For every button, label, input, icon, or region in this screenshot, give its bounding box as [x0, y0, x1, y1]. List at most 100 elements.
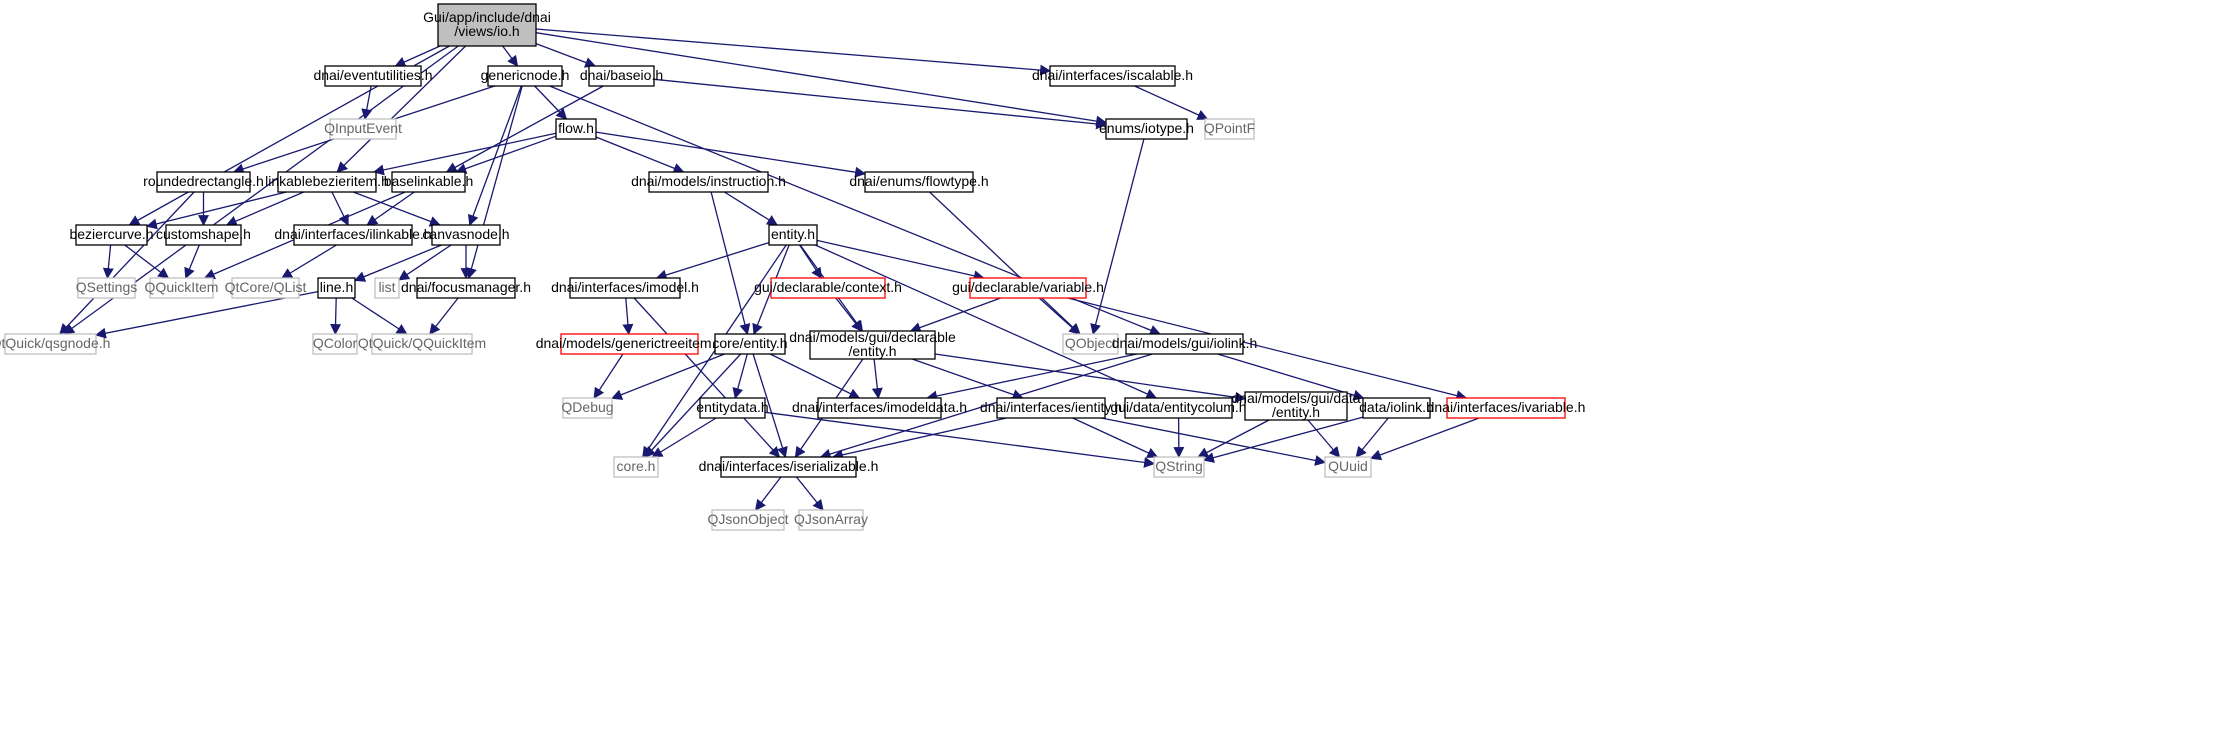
- node-entitycolum[interactable]: gui/data/entitycolum.h: [1110, 397, 1247, 419]
- node-box: [714, 333, 786, 355]
- node-iscalable[interactable]: dnai/interfaces/iscalable.h: [1032, 65, 1193, 87]
- node-data_entity[interactable]: dnai/models/gui/data/entity.h: [1231, 390, 1361, 421]
- node-box: [77, 277, 136, 299]
- edge-root-to-linkablebezieritem: [336, 45, 467, 173]
- node-qcolor[interactable]: QColor: [312, 333, 358, 355]
- node-box: [374, 277, 400, 299]
- node-qtcore_qlist[interactable]: QtCore/QList: [225, 277, 307, 299]
- edge-iolink_model-to-data_iolink: [1217, 353, 1365, 401]
- node-qpointf[interactable]: QPointF: [1204, 118, 1255, 140]
- node-label: dnai/enums/flowtype.h: [849, 173, 988, 189]
- node-eventutilities[interactable]: dnai/eventutilities.h: [313, 65, 433, 87]
- edge-declarable_entity-to-imodeldata: [871, 358, 883, 400]
- node-customshape[interactable]: customshape.h: [156, 224, 251, 246]
- edge-genericnode-to-focusmanager: [466, 85, 523, 280]
- node-label: core.h: [617, 458, 656, 474]
- edge-iotype-to-qobject: [1090, 138, 1145, 336]
- node-core_entity[interactable]: core/entity.h: [712, 333, 788, 355]
- node-qsettings[interactable]: QSettings: [76, 277, 137, 299]
- node-label: QtQuick/qsgnode.h: [0, 335, 110, 351]
- node-label: QtQuick/QQuickItem: [358, 335, 486, 351]
- node-qquickitem[interactable]: QQuickItem: [145, 277, 219, 299]
- node-instruction[interactable]: dnai/models/instruction.h: [631, 171, 786, 193]
- edge-canvasnode-to-line: [353, 244, 442, 282]
- node-label: QSettings: [76, 279, 137, 295]
- node-root[interactable]: Gui/app/include/dnai/views/io.h: [423, 3, 551, 47]
- edge-data_entity-to-quuid: [1307, 419, 1341, 458]
- node-qjsonarray[interactable]: QJsonArray: [794, 509, 868, 531]
- edge-flow-to-linkablebezieritem: [372, 132, 557, 176]
- edge-entitydata-to-core: [651, 417, 717, 458]
- node-label: QObject: [1065, 335, 1116, 351]
- node-variable[interactable]: gui/declarable/variable.h: [952, 277, 1104, 299]
- node-core[interactable]: core.h: [613, 456, 659, 478]
- node-context[interactable]: gui/declarable/context.h: [754, 277, 902, 299]
- node-box: [1062, 333, 1119, 355]
- node-entity_h[interactable]: entity.h: [768, 224, 818, 246]
- node-imodel[interactable]: dnai/interfaces/imodel.h: [551, 277, 699, 299]
- node-list[interactable]: list: [374, 277, 400, 299]
- node-baseio[interactable]: dnai/baseio.h: [580, 65, 663, 87]
- node-roundedrectangle[interactable]: roundedrectangle.h: [143, 171, 264, 193]
- node-flow[interactable]: flow.h: [555, 118, 597, 140]
- node-imodeldata[interactable]: dnai/interfaces/imodeldata.h: [792, 397, 967, 419]
- node-beziercurve[interactable]: beziercurve.h: [69, 224, 154, 246]
- node-box: [809, 330, 936, 360]
- edge-line-to-qcolor: [330, 297, 342, 336]
- node-box: [277, 171, 377, 193]
- node-label: dnai/baseio.h: [580, 67, 663, 83]
- node-iotype[interactable]: enums/iotype.h: [1099, 118, 1194, 140]
- node-iserializable[interactable]: dnai/interfaces/iserializable.h: [699, 456, 879, 478]
- node-label: beziercurve.h: [69, 226, 153, 242]
- edge-entity_h-to-entitycolum: [815, 244, 1158, 399]
- node-qdebug[interactable]: QDebug: [561, 397, 614, 419]
- node-focusmanager[interactable]: dnai/focusmanager.h: [401, 277, 531, 299]
- node-qinputevent[interactable]: QInputEvent: [324, 118, 402, 140]
- node-qtquick_qquickitem[interactable]: QtQuick/QQuickItem: [358, 333, 486, 355]
- node-line[interactable]: line.h: [317, 277, 356, 299]
- node-genericnode[interactable]: genericnode.h: [481, 65, 570, 87]
- node-label: customshape.h: [156, 226, 251, 242]
- node-flowtype[interactable]: dnai/enums/flowtype.h: [849, 171, 989, 193]
- node-canvasnode[interactable]: canvasnode.h: [422, 224, 510, 246]
- node-label: dnai/interfaces/ientity.h: [980, 399, 1122, 415]
- node-ientity[interactable]: dnai/interfaces/ientity.h: [980, 397, 1122, 419]
- edge-baselinkable-to-ilinkable: [366, 191, 415, 226]
- edge-ilinkable-to-qtcore_qlist: [281, 244, 337, 279]
- node-label: /views/io.h: [454, 23, 519, 39]
- node-declarable_entity[interactable]: dnai/models/gui/declarable/entity.h: [789, 329, 956, 360]
- node-ivariable[interactable]: dnai/interfaces/ivariable.h: [1427, 397, 1586, 419]
- edge-focusmanager-to-qtquick_qquickitem: [429, 297, 459, 335]
- edge-beziercurve-to-qsettings: [102, 244, 114, 280]
- node-iolink_model[interactable]: dnai/models/gui/iolink.h: [1112, 333, 1258, 355]
- node-box: [560, 333, 699, 355]
- node-qobject[interactable]: QObject: [1062, 333, 1119, 355]
- edge-iserializable-to-qjsonobject: [754, 476, 782, 511]
- node-box: [648, 171, 769, 193]
- node-linkablebezieritem[interactable]: linkablebezieritem.h: [265, 171, 389, 193]
- node-label: dnai/models/gui/data: [1231, 390, 1360, 406]
- node-quuid[interactable]: QUuid: [1324, 456, 1372, 478]
- node-generictreeitem[interactable]: dnai/models/generictreeitem.h: [536, 333, 724, 355]
- node-label: entity.h: [771, 226, 815, 242]
- node-qtquick_qsgnode[interactable]: QtQuick/qsgnode.h: [0, 333, 110, 355]
- node-qjsonobject[interactable]: QJsonObject: [708, 509, 789, 531]
- node-qstring[interactable]: QString: [1153, 456, 1205, 478]
- node-box: [1124, 397, 1233, 419]
- node-box: [4, 333, 97, 355]
- node-data_iolink[interactable]: data/iolink.h: [1359, 397, 1434, 419]
- node-entitydata[interactable]: entitydata.h: [696, 397, 769, 419]
- node-box: [817, 397, 942, 419]
- node-label: roundedrectangle.h: [143, 173, 264, 189]
- node-box: [864, 171, 974, 193]
- node-ilinkable[interactable]: dnai/interfaces/ilinkable.h: [274, 224, 432, 246]
- edge-flow-to-baselinkable: [455, 135, 557, 174]
- node-box: [165, 224, 242, 246]
- node-label: QUuid: [1328, 458, 1368, 474]
- node-baselinkable[interactable]: baselinkable.h: [384, 171, 474, 193]
- node-label: QQuickItem: [145, 279, 219, 295]
- edge-genericnode-to-canvasnode: [467, 85, 522, 227]
- edge-variable-to-qobject: [1038, 297, 1081, 335]
- node-label: gui/declarable/context.h: [754, 279, 902, 295]
- edge-instruction-to-entity_h: [724, 191, 779, 226]
